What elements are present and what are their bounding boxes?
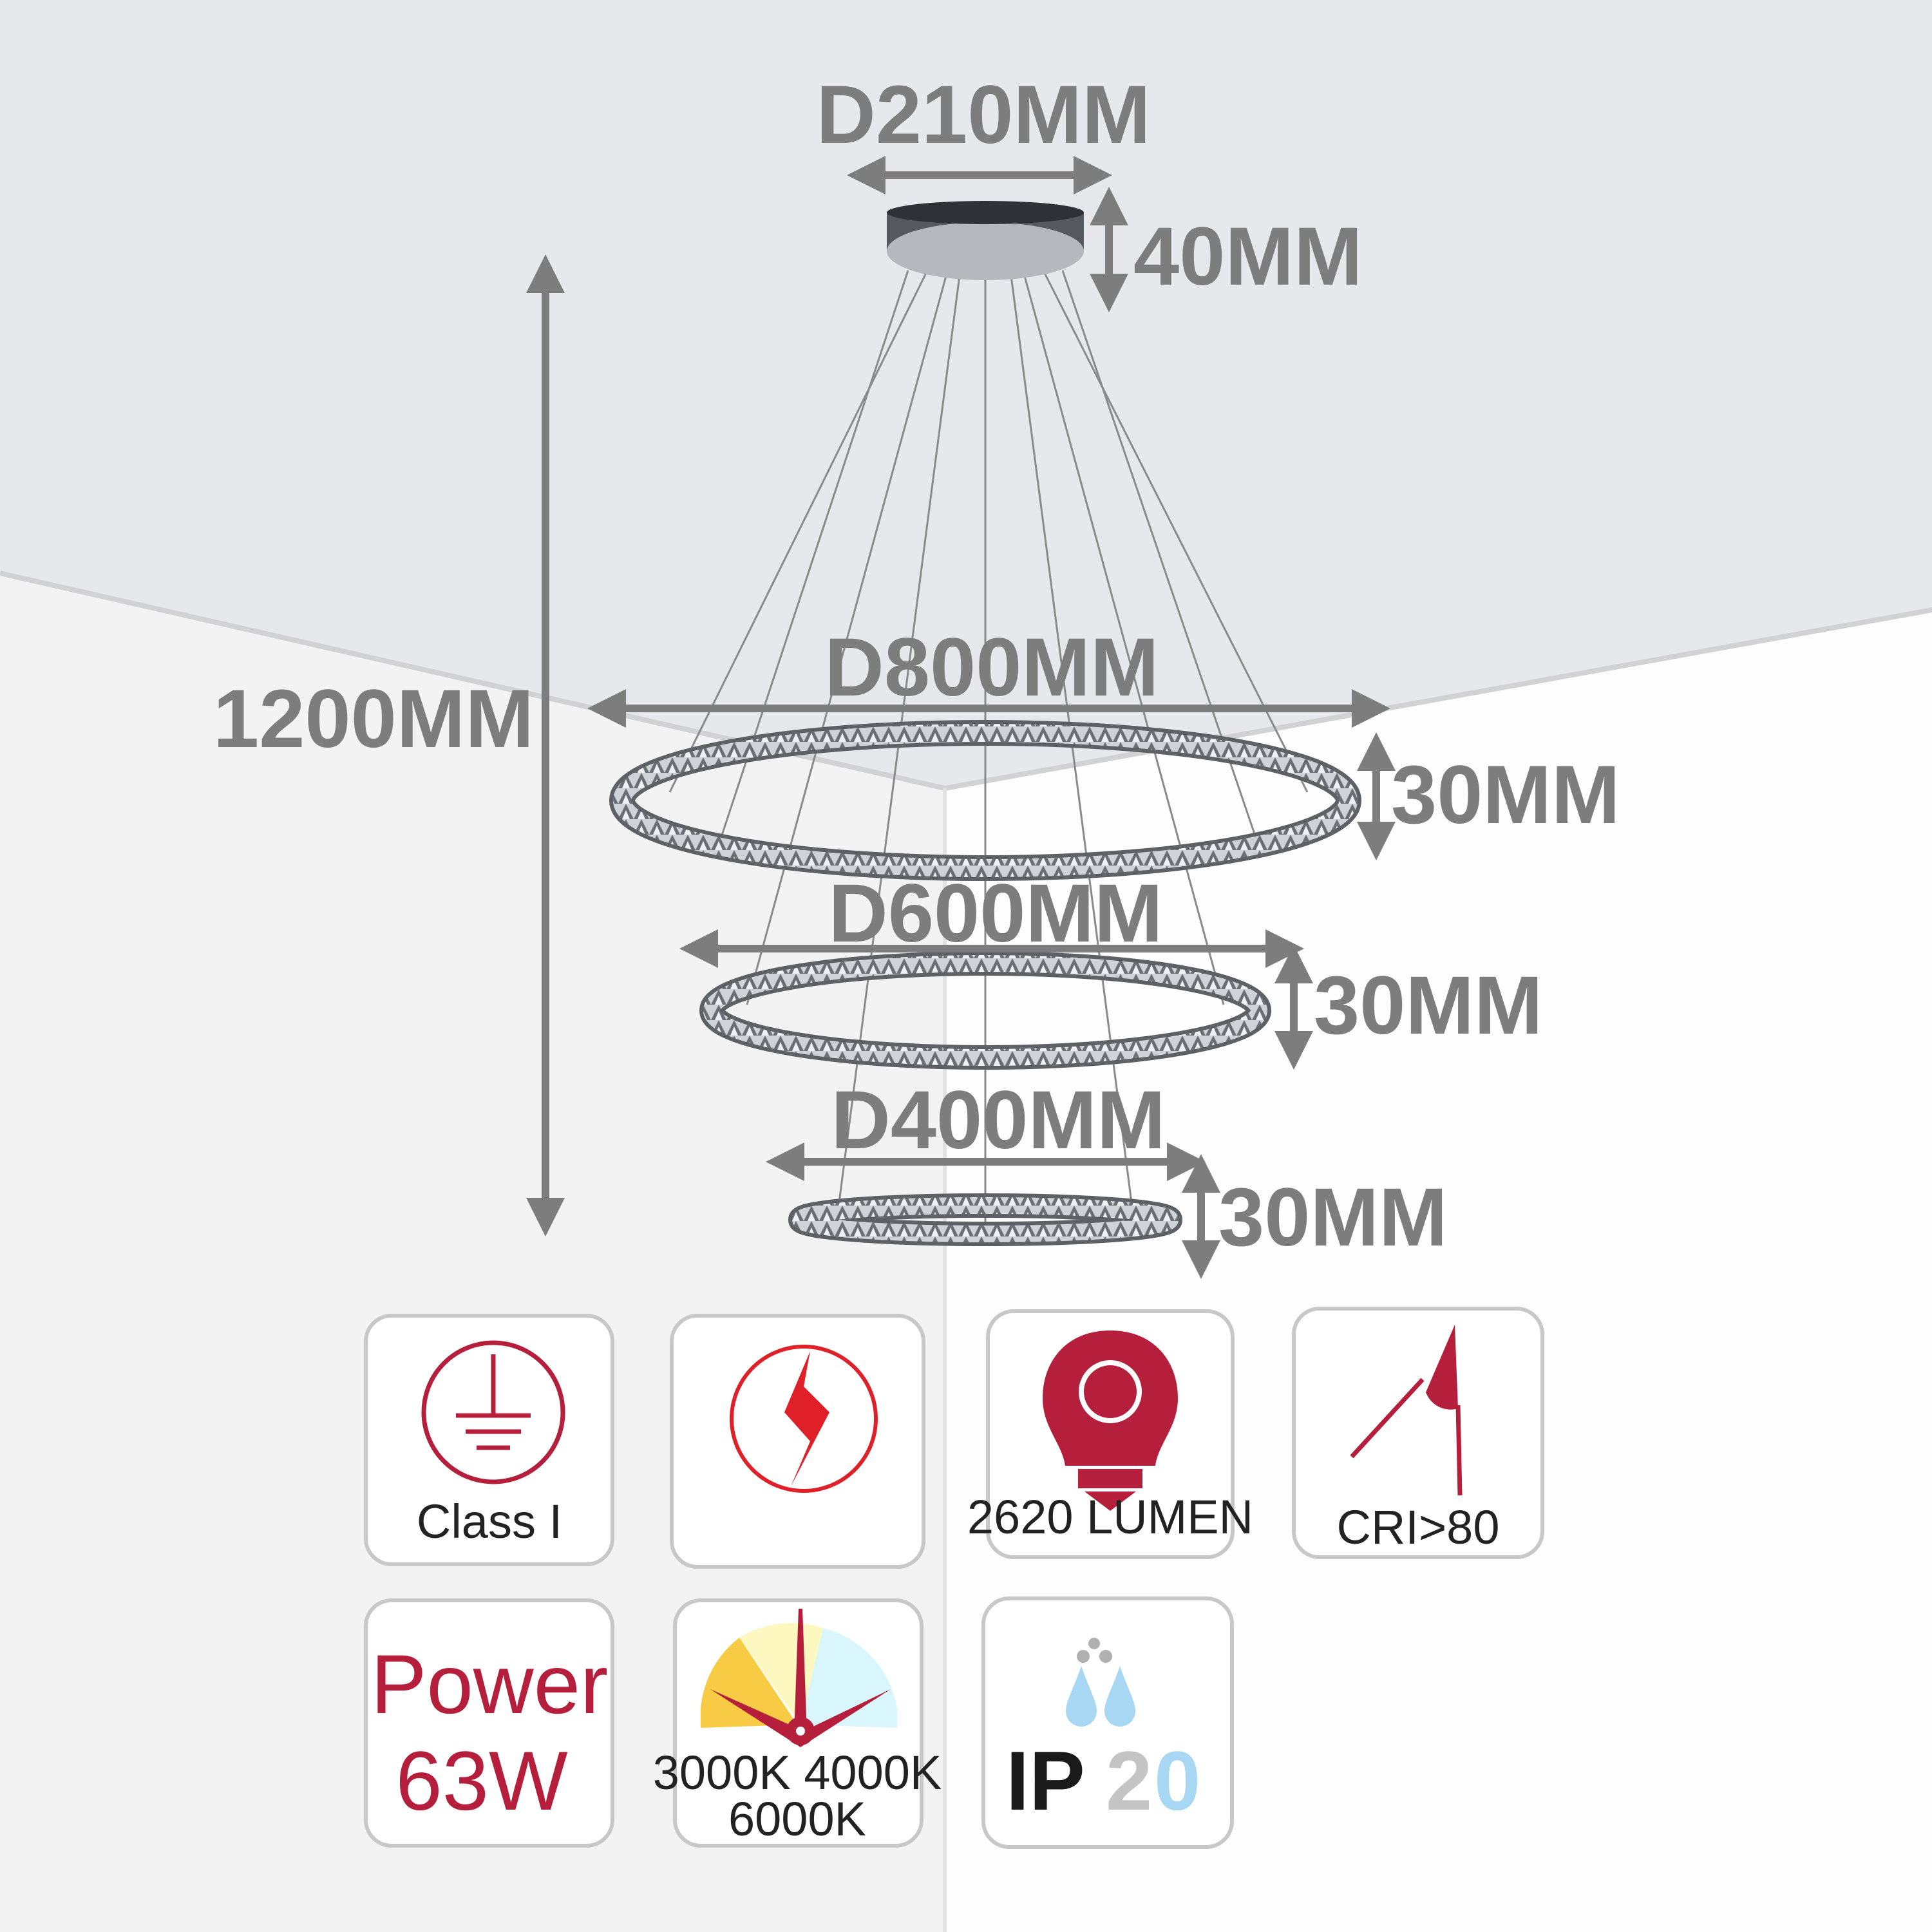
feature-lumen: 2620 LUMEN (967, 1309, 1253, 1559)
ceiling (0, 0, 1932, 788)
cri-angle-icon (1350, 1325, 1463, 1496)
canopy-height-label: 40MM (1133, 211, 1363, 303)
ring3-height-label: 30MM (1218, 1171, 1448, 1264)
ring2-height-label: 30MM (1314, 960, 1543, 1052)
light-bulb-icon (1043, 1331, 1178, 1511)
left-wall (0, 573, 945, 1932)
ring1-diameter-label: D800MM (824, 621, 1159, 714)
cct-line1: 3000K 4000K (653, 1746, 942, 1799)
cct-line2: 6000K (728, 1792, 866, 1846)
cri-label: CRI>80 (1337, 1501, 1500, 1554)
ip-letters: IP (1006, 1734, 1085, 1828)
feature-cri: CRI>80 (1292, 1307, 1544, 1559)
ip-digit-1: 2 (1106, 1734, 1152, 1828)
feature-class-i: Class I (364, 1314, 614, 1566)
overall-height-label: 1200MM (213, 673, 534, 765)
canopy-diameter-label: D210MM (816, 69, 1150, 161)
ring3-diameter-label: D400MM (831, 1074, 1165, 1166)
color-temperature-gauge-icon (701, 1609, 897, 1747)
dimension-arrows (526, 156, 1396, 1279)
crystal-ring-400 (788, 1193, 1182, 1246)
feature-power: Power 63W (364, 1598, 614, 1848)
ceiling-canopy (887, 201, 1084, 280)
lightning-bolt-icon (730, 1345, 878, 1493)
earth-ground-icon (421, 1340, 565, 1484)
ring1-height-label: 30MM (1391, 749, 1620, 841)
lumen-label: 2620 LUMEN (967, 1490, 1253, 1544)
feature-ip-rating: IP 2 0 (981, 1596, 1234, 1849)
power-value: 63W (395, 1734, 568, 1828)
ip-digit-2: 0 (1154, 1734, 1200, 1828)
feature-electrical (670, 1314, 925, 1569)
feature-color-temperature: 3000K 4000K 6000K (653, 1598, 942, 1848)
water-drops-icon (1066, 1638, 1135, 1727)
ring2-diameter-label: D600MM (828, 867, 1162, 960)
power-label: Power (371, 1637, 608, 1731)
crystal-ring-800 (609, 720, 1361, 881)
class-label: Class I (417, 1495, 562, 1548)
